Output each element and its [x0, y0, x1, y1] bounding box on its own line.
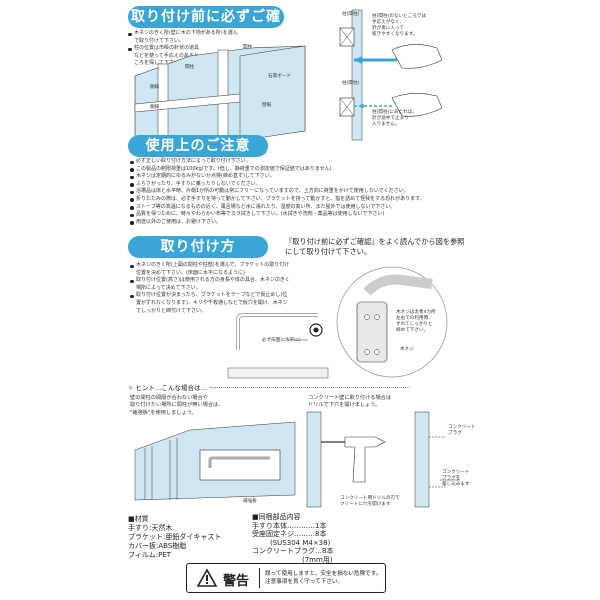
- hint-left-line: 取り付けたい場所に間柱が無い場合は、: [130, 402, 224, 409]
- screw-note-line: ずれてしっかりと: [396, 322, 433, 327]
- label-drill-line: コンクリート用ドリルの刃で: [340, 496, 400, 501]
- wall-label-post-right: 間柱: [243, 45, 253, 50]
- hint-left-line: 壁の間柱の間隔が合わない場合や: [130, 395, 208, 401]
- section3-note: 『取り付け前に必ずご確認』をよく読んでから図を参照にして取り付けて下さい。: [285, 237, 465, 256]
- warning-triangle-icon: [196, 568, 218, 587]
- hint-right-line: コンクリート壁に取り付ける場合は: [308, 395, 392, 401]
- bracket-closeup-illustration: [336, 266, 448, 378]
- callout-line: 柱(間柱)のないところでは: [372, 14, 427, 19]
- wall-label-board: 石膏ボード: [268, 74, 291, 79]
- hint-left-line: "補強板"を使用しましょう。: [130, 409, 197, 416]
- section2-bullet: 必ず正しい取り付け方法によって取り付け下さい。: [130, 158, 490, 166]
- wall-label-post-left: 間柱: [185, 65, 195, 70]
- needle-probe-illustration: [339, 9, 443, 141]
- callout-line: 抜きやすくなります。: [372, 32, 418, 37]
- callout-line: 入りません。: [372, 122, 400, 127]
- materials-row: 手すり:天然木: [128, 524, 173, 532]
- contents-row: 受座固定ネジ………8本: [252, 530, 327, 539]
- section1-bullet: 柱の位置は市販の針状の道具などを使って手応えのあるところを探して下さい。: [128, 45, 202, 68]
- section2-bullet: ふらさがったり、手すりに乗ったりしないでください。: [130, 181, 490, 189]
- reinforcing-board-illustration: [134, 421, 296, 501]
- sparkle-icon: ✳: [128, 384, 134, 392]
- label-plug1-line: プラグ: [448, 431, 462, 436]
- section1-bullets: 木ネジのきく所(壁に木の下地がある所)を選んで取り付けて下さい。 柱の位置は市販…: [128, 30, 238, 68]
- callout-no-post: 柱(間柱)のないところでは 手応えがなく、 針が奥に入って 抜きやすくなります。: [372, 14, 452, 38]
- wall-label-bottom2: 胴縁: [150, 105, 160, 110]
- wall-cutaway-illustration: [134, 45, 306, 147]
- callout-line: 針が奥に入って: [372, 26, 404, 31]
- materials-row: ブラケット:亜鉛ダイキャスト: [128, 533, 222, 541]
- label-post-bottom: 柱(間柱): [342, 81, 360, 86]
- label-plug2-line: プラグを: [442, 476, 461, 481]
- contents-block: ■同梱部品内容 手すり本体…………1本 受座固定ネジ………8本 (SUS304 …: [252, 513, 333, 565]
- section2-bullet: ストーブ等の高温になるものの近く、風呂場など水に濡れたり、湿度の高い所、また屋外…: [130, 204, 490, 212]
- section2-bullet: 木ネジは定期的にゆるみがないか点検(締め直す)して下さい。: [130, 173, 490, 181]
- section1-title: 取り付け前に必ずご確認!!: [128, 6, 284, 47]
- contents-row: 手すり本体…………1本: [252, 521, 327, 530]
- materials-row: カバー板:ABS樹脂: [128, 542, 187, 550]
- callout-line: 柱(間柱)にあたれば、: [372, 110, 417, 115]
- label-horizontal: 必ず床面に水平に!: [262, 338, 301, 343]
- warning-label: 警告: [223, 574, 250, 589]
- callout-line: 針が途中で止まり: [372, 116, 409, 121]
- section1-bullet: 木ネジのきく所(壁に木の下地がある所)を選んで取り付けて下さい。: [128, 30, 238, 45]
- section3-bullet: 木ネジのきく所(上図の間柱や柱部)を選んで、ブラケットの取り付け位置を決めて下さ…: [130, 262, 290, 277]
- section2-bullet: 折りたたみの際は、必ず手すりを持って動かして下さい。ブラケットを持って動かすと、…: [130, 196, 490, 204]
- screw-note-line: 左右での利用時、: [396, 316, 433, 321]
- hint-right-text: コンクリート壁に取り付ける場合は ドリルで下穴を開けましょう。: [308, 395, 458, 410]
- materials-row: フィルム:PET: [128, 551, 171, 559]
- hint-left-text: 壁の間柱の間隔が合わない場合や 取り付けたい場所に間柱が無い場合は、 "補強板"…: [130, 395, 280, 417]
- callout-line: 手応えがなく、: [372, 20, 405, 25]
- hint-divider: [210, 387, 410, 388]
- screw-note-line: 木ネジは太者4カ所: [396, 310, 436, 315]
- contents-heading: ■同梱部品内容: [252, 513, 301, 521]
- label-plug2: コンクリート プラグを 差し込みます: [442, 470, 470, 488]
- contents-row: (7mm用): [302, 555, 333, 564]
- hint-right-line: ドリルで下穴を開けましょう。: [308, 402, 381, 409]
- label-plug1: コンクリート プラグ: [448, 425, 476, 437]
- contents-row: (SUS304 M4×38): [270, 538, 331, 547]
- section3-bullet: 取り付け位置が決まったら、ブラケットをテープなどで仮止めし(位置がずれなくなりま…: [130, 292, 290, 315]
- label-plug2-line: 差し込みます: [442, 482, 470, 487]
- label-plug2-line: コンクリート: [442, 470, 470, 475]
- section2-bullet: この製品の制限荷重は100kg/です。(但し、静荷重での測定値で保証値ではありま…: [130, 166, 490, 174]
- wall-label-bottom: 胴縁: [150, 85, 160, 90]
- hint-title-text: ヒント…こんな場合は…: [135, 384, 208, 392]
- warning-box: 警告 誤って使用しますと、安全を損ない危険です。 注意事項を良く守って下さい。: [186, 563, 386, 593]
- section2-bullets: 必ず正しい取り付け方法によって取り付け下さい。 この製品の制限荷重は100kg/…: [130, 158, 490, 226]
- materials-heading: ■材質: [128, 515, 149, 523]
- warning-line: 誤って使用しますと、安全を損ない危険です。: [265, 571, 382, 577]
- section3-title: 取り付け方: [128, 236, 268, 258]
- wall-label-wallpaper: 壁紙: [262, 103, 272, 108]
- section2-bullet: 品質を保つために、時々やわらかい布等でカラ拭きして下さい。(水拭きや洗剤・薬品等…: [130, 211, 490, 219]
- section3-bullet: 取り付け位置(高さ)は使用される方の身長や体の具合、木ネジのきく場所によって決め…: [130, 277, 290, 292]
- section2-bullet: 用途以外のご使用は、お避け下さい。: [130, 219, 490, 227]
- concrete-drill-illustration: [306, 411, 460, 508]
- label-plug1-line: コンクリート: [448, 425, 476, 430]
- callout-with-post: 柱(間柱)にあたれば、 針が途中で止まり 入りません。: [372, 110, 452, 128]
- label-drill-line: クリートに穴を開けます: [340, 502, 391, 507]
- warning-line: 注意事項を良く守って下さい。: [265, 579, 344, 586]
- label-drill: コンクリート用ドリルの刃で クリートに穴を開けます: [340, 496, 400, 508]
- materials-block: ■材質 手すり:天然木 ブラケット:亜鉛ダイキャスト カバー板:ABS樹脂 フィ…: [128, 515, 221, 560]
- contents-row: コンクリートプラグ…8本: [252, 547, 334, 556]
- screw-note: 木ネジは太者4カ所 左右での利用時、 ずれてしっかりと 締めて下さい。: [396, 310, 456, 334]
- screw-note-line: 締めて下さい。: [396, 328, 429, 333]
- section2-bullet: 浴槽品は床と水平時、片側1か所の可動は常にフリーになっていますので、上方向に荷重…: [130, 188, 490, 196]
- label-screw: 木ネジ: [400, 347, 414, 352]
- section2-title: 使用上のご注意: [128, 135, 268, 157]
- hint-title: ✳ ヒント…こんな場合は…: [128, 382, 207, 392]
- handrail-install-illustration: [227, 313, 329, 379]
- label-board: 補強板: [243, 499, 257, 504]
- section3-bullets: 木ネジのきく所(上図の間柱や柱部)を選んで、ブラケットの取り付け位置を決めて下さ…: [130, 262, 290, 315]
- warning-divider: [259, 568, 260, 588]
- warning-text: 誤って使用しますと、安全を損ない危険です。 注意事項を良く守って下さい。: [265, 570, 383, 586]
- label-post-top: 柱(間柱): [342, 12, 360, 17]
